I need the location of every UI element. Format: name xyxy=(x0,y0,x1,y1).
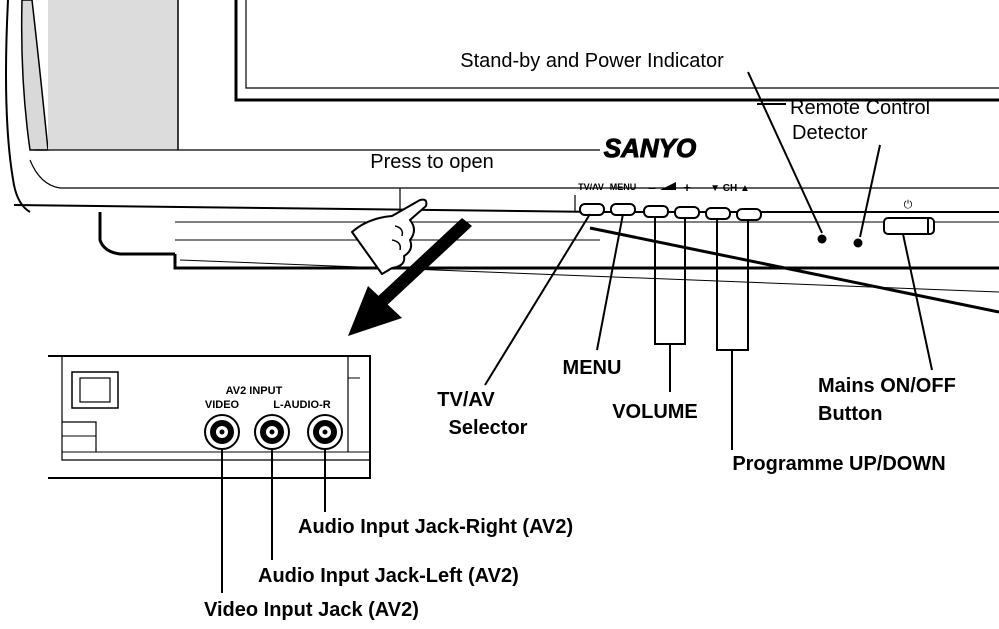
tvav-button[interactable] xyxy=(579,203,605,216)
brand-logo: SANYO xyxy=(604,133,696,163)
label-remote-detector-line1: Remote Control xyxy=(790,97,930,119)
pointing-hand-icon xyxy=(351,198,428,275)
av2-input-title: AV2 INPUT xyxy=(226,385,283,397)
av2-audio-label: L-AUDIO-R xyxy=(273,399,330,411)
label-tvav-line1: TV/AV xyxy=(437,389,495,411)
label-mains-line1: Mains ON/OFF xyxy=(818,375,956,397)
label-audio-right-jack: Audio Input Jack-Right (AV2) xyxy=(298,516,573,538)
remote-sensor xyxy=(853,238,863,248)
btn-vol-plus-label: + xyxy=(683,180,691,195)
audio-right-jack[interactable] xyxy=(307,414,343,450)
audio-left-jack[interactable] xyxy=(254,414,290,450)
leader-lines xyxy=(221,71,933,593)
volume-up-button[interactable] xyxy=(674,206,700,219)
volume-down-button[interactable] xyxy=(643,205,669,218)
label-press-to-open: Press to open xyxy=(370,151,493,173)
video-jack[interactable] xyxy=(204,414,240,450)
btn-ch-label: ▼ CH ▲ xyxy=(710,183,750,194)
btn-menu-label: MENU xyxy=(610,182,637,192)
menu-button[interactable] xyxy=(610,203,636,216)
channel-up-button[interactable] xyxy=(736,208,762,221)
btn-vol-minus-label: – xyxy=(648,179,656,195)
label-standby-indicator: Stand-by and Power Indicator xyxy=(460,50,724,72)
av2-panel xyxy=(48,355,371,479)
open-arrow-icon xyxy=(348,218,472,336)
tv-body xyxy=(5,0,999,314)
btn-tvav-label: TV/AV xyxy=(578,182,604,192)
label-video-input-jack: Video Input Jack (AV2) xyxy=(204,599,419,621)
label-menu: MENU xyxy=(563,357,622,379)
channel-down-button[interactable] xyxy=(705,207,731,220)
control-panel: TV/AV MENU – + ▼ CH ▲ ⏻ xyxy=(578,179,935,248)
mains-power-button[interactable] xyxy=(883,217,935,235)
label-remote-detector-line2: Detector xyxy=(792,122,868,144)
label-mains-line2: Button xyxy=(818,403,882,425)
av2-video-label: VIDEO xyxy=(205,399,240,411)
label-tvav-line2: Selector xyxy=(449,417,528,439)
volume-ramp-icon xyxy=(660,182,676,190)
label-audio-left-jack: Audio Input Jack-Left (AV2) xyxy=(258,565,519,587)
standby-indicator-led xyxy=(817,234,827,244)
power-symbol-icon: ⏻ xyxy=(904,199,913,211)
label-volume: VOLUME xyxy=(612,401,698,423)
label-programme-updown: Programme UP/DOWN xyxy=(732,453,945,475)
